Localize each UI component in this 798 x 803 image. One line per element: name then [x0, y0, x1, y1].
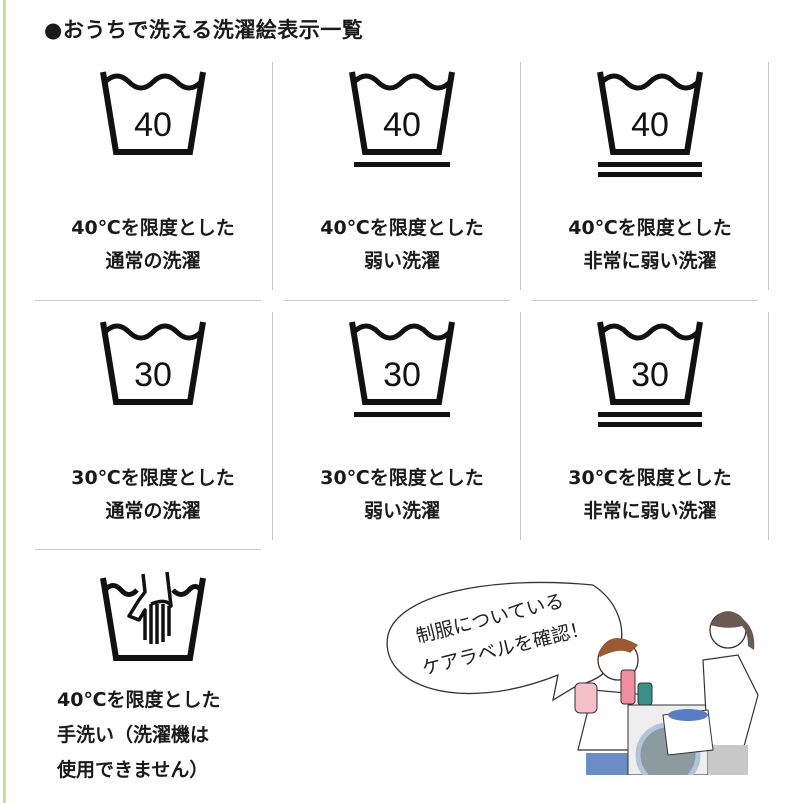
- pink-bottle: [620, 669, 636, 705]
- symbol-label: 30℃を限度とした 非常に弱い洗濯: [532, 462, 768, 528]
- divider: [272, 62, 273, 290]
- pink-detergent-bottle: [574, 682, 598, 714]
- symbol-label: 30℃を限度とした 通常の洗濯: [35, 462, 271, 528]
- laundry-clothes: [668, 709, 708, 721]
- label-line: 使用できません）: [57, 759, 209, 781]
- symbol-label: 40℃を限度とした 非常に弱い洗濯: [532, 212, 768, 278]
- label-line: 通常の洗濯: [105, 500, 201, 522]
- wash-tub-icon: 30: [597, 321, 703, 427]
- care-symbol-30-gentle: 30 30℃を限度とした 弱い洗濯: [284, 314, 520, 522]
- wash-tub-icon: 30: [349, 321, 455, 417]
- temperature-text: 40: [383, 106, 421, 144]
- label-line: 30℃を限度とした: [320, 467, 484, 489]
- temperature-text: 30: [134, 356, 172, 394]
- uniform-care-label-illustration: 制服についている ケアラベルを確認！: [386, 581, 759, 775]
- wash-tub-icon: 40: [100, 71, 206, 155]
- label-line: 40℃を限度とした: [568, 217, 732, 239]
- wash-tub-icon: 30: [100, 321, 206, 405]
- label-line: 手洗い（洗濯機は: [57, 724, 210, 746]
- label-line: 30℃を限度とした: [568, 467, 732, 489]
- divider: [35, 300, 261, 301]
- man-hair: [598, 637, 638, 657]
- woman-skirt: [708, 745, 748, 775]
- label-line: 非常に弱い洗濯: [583, 500, 717, 522]
- label-line: 弱い洗濯: [363, 500, 440, 522]
- divider: [532, 300, 758, 301]
- symbol-label: 30℃を限度とした 弱い洗濯: [284, 462, 520, 528]
- left-accent-border: [3, 0, 6, 803]
- divider: [768, 312, 769, 540]
- temperature-text: 30: [383, 356, 421, 394]
- care-symbol-40-gentle: 40 40℃を限度とした 弱い洗濯: [284, 64, 520, 272]
- label-line: 非常に弱い洗濯: [583, 250, 717, 272]
- label-line: 40℃を限度とした: [320, 217, 484, 239]
- wash-tub-icon: 40: [597, 71, 703, 177]
- label-line: 弱い洗濯: [363, 250, 440, 272]
- hand-wash-symbol: [35, 570, 271, 665]
- temperature-text: 30: [631, 356, 669, 394]
- symbol-label: 40℃を限度とした 弱い洗濯: [284, 212, 520, 278]
- label-line: 40℃を限度とした: [57, 689, 221, 711]
- temperature-text: 40: [631, 106, 669, 144]
- hand-wash-icon: [100, 571, 206, 661]
- symbol-label: 40℃を限度とした 通常の洗濯: [35, 212, 271, 278]
- label-line: 30℃を限度とした: [71, 467, 235, 489]
- care-symbol-30-very-gentle: 30 30℃を限度とした 非常に弱い洗濯: [532, 314, 768, 522]
- temperature-text: 40: [134, 106, 172, 144]
- teal-bottle: [637, 682, 653, 706]
- wash-tub-icon: 40: [349, 71, 455, 167]
- care-symbol-40-very-gentle: 40 40℃を限度とした 非常に弱い洗濯: [532, 64, 768, 272]
- care-symbol-40-normal: 40 40℃を限度とした 通常の洗濯: [35, 64, 271, 272]
- page-title: ●おうちで洗える洗濯絵表示一覧: [44, 18, 364, 42]
- divider: [272, 312, 273, 540]
- divider: [520, 62, 521, 290]
- woman-hair: [710, 611, 755, 650]
- hand-wash-label: 40℃を限度とした 手洗い（洗濯機は 使用できません）: [57, 683, 220, 788]
- divider: [284, 300, 510, 301]
- divider: [35, 549, 261, 550]
- label-line: 40℃を限度とした: [71, 217, 235, 239]
- divider: [520, 312, 521, 540]
- care-symbol-30-normal: 30 30℃を限度とした 通常の洗濯: [35, 314, 271, 522]
- divider: [768, 62, 769, 290]
- label-line: 通常の洗濯: [105, 250, 201, 272]
- man-jeans: [586, 753, 636, 775]
